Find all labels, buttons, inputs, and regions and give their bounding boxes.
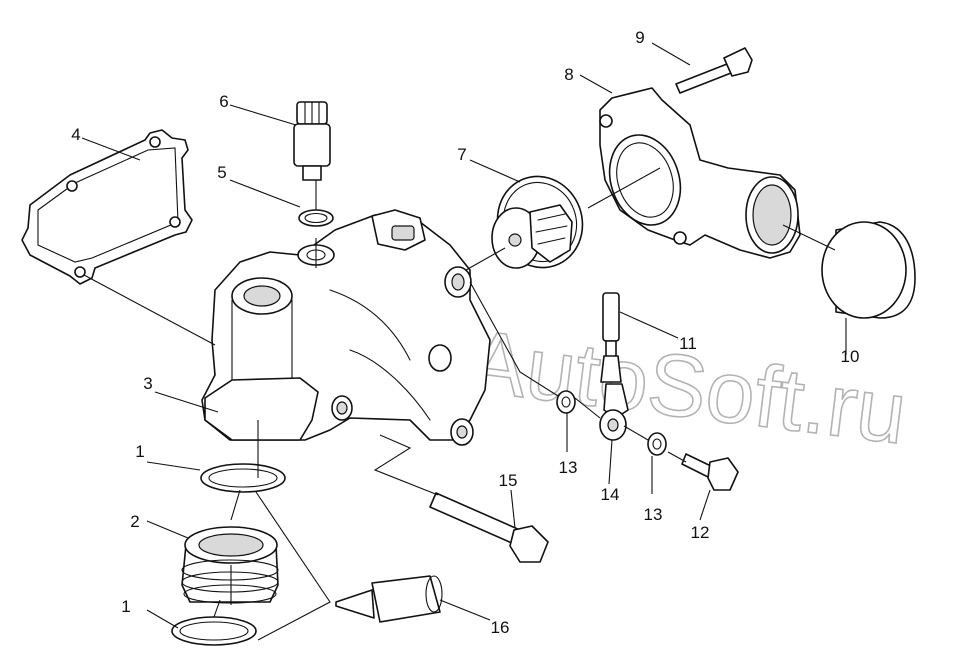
part-13-washer [556, 390, 576, 414]
callout-7: 7 [457, 145, 466, 164]
part-4-gasket [21, 129, 193, 285]
part-1-o-ring [171, 616, 257, 646]
callout-1: 1 [121, 597, 130, 616]
callout-6: 6 [219, 92, 228, 111]
callout-13: 13 [644, 505, 663, 524]
callout-3: 3 [143, 374, 152, 393]
callout-13: 13 [559, 458, 578, 477]
part-3-thermostat-housing [201, 209, 491, 446]
part-11-sensor [600, 292, 622, 383]
part-7-thermostat [491, 175, 584, 269]
part-6-temperature-sensor [293, 101, 331, 181]
part-10-cap [821, 221, 916, 319]
callout-16: 16 [491, 618, 510, 637]
part-13-washer [647, 432, 667, 456]
part-9-bolt [675, 47, 753, 94]
callout-15: 15 [499, 471, 518, 490]
part-8-outlet-housing [599, 87, 801, 259]
part-15-bolt [429, 492, 549, 563]
callout-8: 8 [564, 65, 573, 84]
callout-5: 5 [217, 163, 226, 182]
part-2-coupling [181, 526, 279, 604]
callout-14: 14 [601, 485, 620, 504]
part-1-o-ring [200, 463, 286, 493]
callout-2: 2 [130, 512, 139, 531]
leader-lines [81, 42, 847, 641]
part-5-seal-ring [298, 209, 334, 227]
callout-1: 1 [135, 442, 144, 461]
callout-4: 4 [71, 125, 80, 144]
callout-12: 12 [691, 523, 710, 542]
callout-11: 11 [679, 334, 697, 353]
callout-9: 9 [635, 28, 644, 47]
callout-10: 10 [841, 347, 860, 366]
part-16-sensor [335, 575, 443, 623]
part-14-banjo-fitting [599, 383, 629, 441]
part-12-bolt [681, 453, 739, 491]
